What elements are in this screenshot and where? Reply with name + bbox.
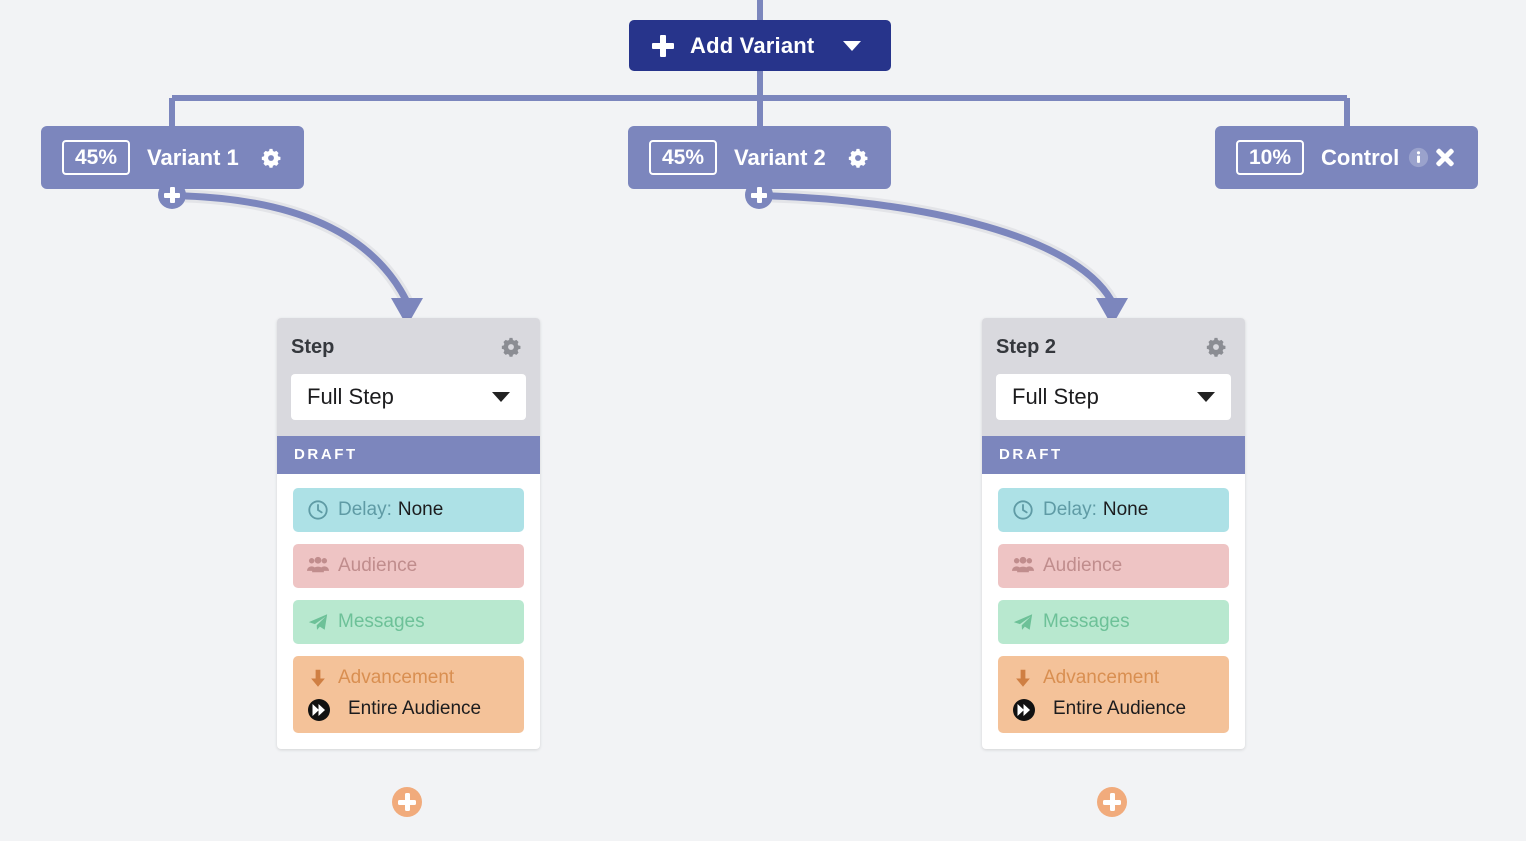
messages-row[interactable]: Messages (998, 600, 1229, 644)
card-body: Delay: None (277, 474, 540, 749)
add-variant-button[interactable]: Add Variant (629, 20, 891, 71)
clock-icon (307, 499, 329, 521)
step-card-step-2[interactable]: Step 2 Full Step DRAFT (982, 318, 1245, 749)
delay-label: Delay: (1043, 499, 1097, 520)
add-variant-label: Add Variant (690, 32, 815, 58)
gear-icon[interactable] (260, 147, 282, 169)
step-type-select[interactable]: Full Step (291, 374, 526, 420)
audience-label: Audience (1043, 555, 1123, 576)
step-card-step-1[interactable]: Step Full Step DRAFT (277, 318, 540, 749)
gear-icon[interactable] (500, 336, 522, 358)
add-step-below-button-step-1[interactable] (392, 787, 422, 817)
advancement-row[interactable]: Advancement Entire Audience (998, 656, 1229, 733)
gear-icon[interactable] (847, 147, 869, 169)
card-body: Delay: None (982, 474, 1245, 749)
gear-icon[interactable] (1205, 336, 1227, 358)
messages-label: Messages (338, 611, 425, 632)
step-type-select[interactable]: Full Step (996, 374, 1231, 420)
variant-percent-badge[interactable]: 10% (1236, 140, 1305, 175)
advancement-value: Entire Audience (1053, 698, 1187, 719)
add-step-button-variant-2[interactable] (745, 181, 773, 209)
fast-forward-icon (307, 698, 330, 721)
step-type-value: Full Step (307, 384, 394, 409)
advancement-row[interactable]: Advancement Entire Audience (293, 656, 524, 733)
clock-icon (1012, 499, 1034, 521)
variant-percent-badge[interactable]: 45% (649, 140, 718, 175)
messages-label: Messages (1043, 611, 1130, 632)
plus-icon (652, 34, 674, 57)
chevron-down-icon[interactable] (1197, 392, 1215, 402)
variant-node-variant-2[interactable]: 45% Variant 2 (628, 126, 891, 189)
audience-row[interactable]: Audience (293, 544, 524, 588)
card-header: Step 2 Full Step (982, 318, 1245, 436)
variant-name-label: Variant 2 (734, 144, 826, 170)
chevron-down-icon[interactable] (492, 392, 510, 402)
advancement-label: Advancement (1043, 667, 1160, 688)
delay-row[interactable]: Delay: None (293, 488, 524, 532)
variant-name-label: Variant 1 (147, 144, 239, 170)
audience-label: Audience (338, 555, 418, 576)
variant-name-label: Control (1321, 144, 1400, 170)
audience-row[interactable]: Audience (998, 544, 1229, 588)
advancement-value: Entire Audience (348, 698, 482, 719)
delay-value: None (1102, 499, 1149, 520)
status-badge: DRAFT (277, 436, 540, 474)
delay-value: None (397, 499, 444, 520)
card-title: Step (291, 335, 335, 358)
paper-plane-icon (1012, 611, 1034, 633)
arrow-down-icon (307, 667, 329, 689)
delay-label: Delay: (338, 499, 392, 520)
step-type-value: Full Step (1012, 384, 1099, 409)
arrow-down-icon (1012, 667, 1034, 689)
chevron-down-icon[interactable] (843, 40, 861, 51)
delay-row[interactable]: Delay: None (998, 488, 1229, 532)
users-icon (307, 555, 329, 577)
variant-node-control[interactable]: 10% Control (1215, 126, 1478, 189)
card-title: Step 2 (996, 335, 1057, 358)
variant-node-variant-1[interactable]: 45% Variant 1 (41, 126, 304, 189)
users-icon (1012, 555, 1034, 577)
status-badge: DRAFT (982, 436, 1245, 474)
variant-percent-badge[interactable]: 45% (62, 140, 131, 175)
add-step-below-button-step-2[interactable] (1097, 787, 1127, 817)
advancement-label: Advancement (338, 667, 455, 688)
add-step-button-variant-1[interactable] (158, 181, 186, 209)
card-header: Step Full Step (277, 318, 540, 436)
info-icon[interactable] (1408, 147, 1429, 168)
close-icon[interactable] (1434, 147, 1456, 169)
fast-forward-icon (1012, 698, 1035, 721)
paper-plane-icon (307, 611, 329, 633)
messages-row[interactable]: Messages (293, 600, 524, 644)
